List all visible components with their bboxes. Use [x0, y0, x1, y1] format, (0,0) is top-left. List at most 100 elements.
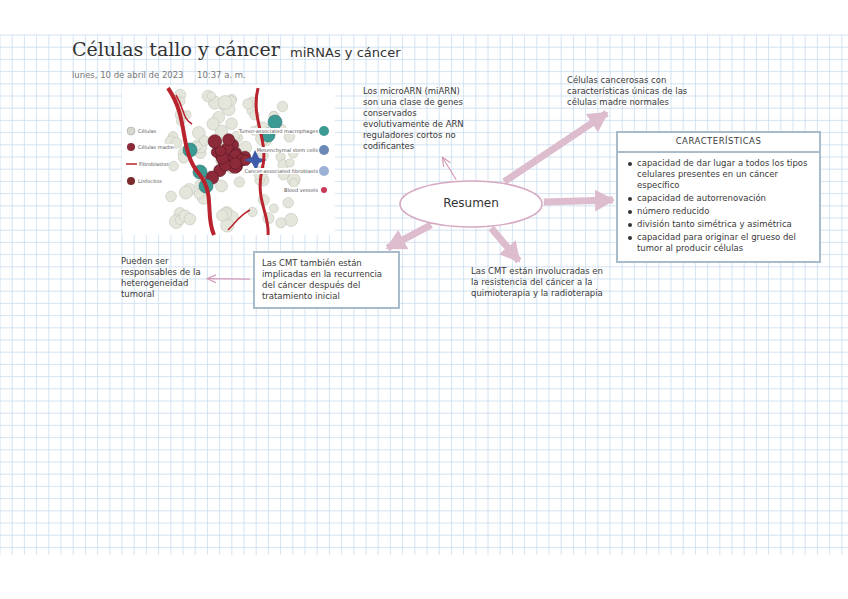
note-text: Pueden ser responsables de la heterogene…	[118, 254, 204, 302]
grid-line	[744, 35, 745, 555]
legend-label: Tumor-associated macrophages	[239, 128, 318, 134]
normal-cell	[179, 186, 192, 199]
grid-line	[610, 35, 611, 555]
grid-line	[61, 35, 62, 555]
grid-line	[0, 303, 848, 304]
grid-line	[0, 83, 848, 84]
normal-cell	[276, 218, 286, 228]
cancer-cell	[223, 134, 235, 146]
grid-line	[793, 35, 794, 555]
grid-line	[683, 35, 684, 555]
normal-cell	[207, 92, 215, 100]
normal-cell	[216, 210, 227, 221]
grid-line	[0, 474, 848, 475]
normal-cell	[248, 207, 257, 216]
grid-line	[427, 35, 428, 555]
grid-line	[0, 425, 848, 426]
bullet-item: capacidad de dar lugar a todos los tipos…	[625, 158, 812, 191]
normal-cell	[269, 204, 278, 213]
legend-label: Células	[138, 128, 156, 134]
normal-cell	[234, 177, 244, 187]
node-text: Las CMT están involucradas en la resiste…	[471, 266, 603, 299]
cancer-cell	[230, 158, 242, 170]
connector-arrow	[442, 157, 456, 179]
grid-line	[646, 35, 647, 555]
grid-line	[0, 498, 848, 499]
note-box: CARACTERÍSTICAScapacidad de dar lugar a …	[616, 131, 821, 263]
node-text: Resumen	[443, 196, 499, 212]
normal-cell	[166, 191, 177, 202]
capillary	[228, 210, 250, 230]
grid-line	[805, 35, 806, 555]
normal-cell	[243, 99, 253, 109]
grid-line	[451, 35, 452, 555]
connector-arrow	[207, 278, 250, 280]
grid-line	[97, 35, 98, 555]
legend-icons	[126, 126, 329, 193]
normal-cell	[286, 159, 294, 167]
grid-line	[732, 35, 733, 555]
grid-line	[0, 352, 848, 353]
grid-line	[634, 35, 635, 555]
cancer-cell	[208, 135, 221, 148]
grid-line	[0, 437, 848, 438]
legend-label: Blood vessels	[284, 187, 318, 193]
note-box: Las CMT también están implicadas en la r…	[253, 251, 400, 309]
legend-label: Mesenchymal stem cells	[257, 147, 318, 153]
normal-cell	[226, 118, 238, 130]
connector-arrow	[387, 225, 431, 248]
bullet-item: división tanto simétrica y asimétrica	[625, 219, 812, 230]
legend-label: Fibroblastos	[139, 161, 169, 167]
normal-cell	[284, 213, 297, 226]
node-text: Las CMT también están implicadas en la r…	[262, 258, 391, 302]
grid-line	[36, 35, 37, 555]
grid-line	[0, 340, 848, 341]
grid-line	[841, 35, 842, 555]
grid-line	[439, 35, 440, 555]
grid-line	[707, 35, 708, 555]
legend-label: Cancer-associated fibroblasts	[244, 168, 318, 174]
connector-arrow	[504, 113, 607, 182]
grid-line	[73, 35, 74, 555]
node-text: Los microARN (miARN) son una clase de ge…	[363, 86, 475, 152]
grid-line	[780, 35, 781, 555]
grid-line	[0, 35, 848, 36]
grid-line	[719, 35, 720, 555]
node-text: Células cancerosas con características ú…	[567, 75, 711, 108]
grid-line	[768, 35, 769, 555]
subtitle: miRNAs y cáncer	[290, 45, 401, 60]
bullet-item: número reducido	[625, 206, 812, 217]
grid-line	[817, 35, 818, 555]
blood-vessel	[256, 88, 268, 235]
normal-cell	[184, 213, 196, 225]
grid-line	[0, 315, 848, 316]
grid-line	[12, 35, 13, 555]
grid-line	[0, 510, 848, 511]
grid-line	[0, 401, 848, 402]
grid-line	[24, 35, 25, 555]
bullet-item: capacidad de autorrenovación	[625, 193, 812, 204]
grid-line	[0, 535, 848, 536]
grid-line	[622, 35, 623, 555]
note-text: Células cancerosas con características ú…	[564, 73, 714, 110]
grid-line	[463, 35, 464, 555]
legend-label: Linfocitos	[138, 178, 162, 184]
stem-cell	[268, 115, 282, 129]
bullet-item: capacidad para originar el grueso del tu…	[625, 232, 812, 254]
grid-line	[0, 523, 848, 524]
grid-line	[0, 547, 848, 548]
grid-line	[48, 35, 49, 555]
normal-cell	[207, 118, 219, 130]
page-title: Células tallo y cáncer	[72, 38, 280, 60]
note-text: Los microARN (miARN) son una clase de ge…	[360, 84, 478, 154]
grid-line	[0, 35, 1, 555]
normal-cell	[283, 198, 293, 208]
grid-line	[0, 462, 848, 463]
connector-arrow	[544, 200, 613, 202]
grid-line	[671, 35, 672, 555]
cells	[165, 89, 300, 232]
illustration-ground	[122, 85, 335, 235]
note-text: Las CMT están involucradas en la resiste…	[468, 264, 606, 301]
grid-line	[0, 327, 848, 328]
grid-line	[109, 35, 110, 555]
